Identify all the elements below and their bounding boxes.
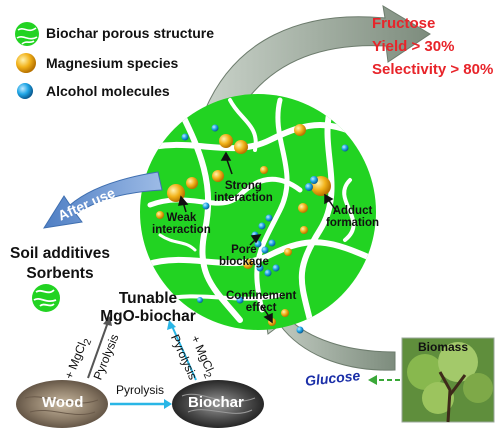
strong-line-1: Strong (224, 180, 262, 192)
after-use-arrow (42, 171, 163, 229)
weak-line-2: interaction (152, 224, 211, 236)
pore-blockage-label: Pore blockage (219, 244, 269, 268)
annotation-arrows (178, 151, 338, 324)
weak-interaction-label: Weak interaction (152, 212, 211, 236)
biochar-particle (140, 94, 376, 330)
mgcl2-arrow-biochar (167, 320, 197, 381)
product-fructose: Fructose (372, 15, 436, 32)
catalyst-label-line2: MgO-biochar (100, 308, 196, 325)
confinement-line-2: effect (245, 302, 277, 314)
legend-label-alcohol: Alcohol molecules (46, 83, 170, 99)
pore-line-2: blockage (219, 256, 269, 268)
biomass-image (401, 337, 495, 423)
use-sorbents: Sorbents (26, 265, 94, 282)
adduct-line-2: formation (326, 217, 380, 229)
biochar-icon (15, 22, 39, 46)
adduct-line-1: Adduct (332, 205, 373, 217)
weak-line-1: Weak (166, 212, 197, 224)
alcohol-sphere-icon (17, 83, 33, 99)
pore-line-1: Pore (231, 244, 257, 256)
legend-label-biochar: Biochar porous structure (46, 25, 215, 41)
selectivity-value: Selectivity > 80% (372, 61, 494, 78)
catalyst-label-line1: Tunable (118, 290, 178, 307)
biochar-small-icon (32, 284, 60, 312)
adduct-formation-label: Adduct formation (326, 205, 379, 229)
pyrolysis-arrow (110, 399, 172, 409)
biochar-label: Biochar (188, 394, 244, 411)
alcohol-molecules (181, 124, 349, 334)
magnesium-sphere-icon (16, 53, 36, 73)
wood-image (16, 380, 108, 428)
strong-line-2: interaction (214, 192, 273, 204)
strong-interaction-label: Strong interaction (214, 180, 273, 204)
pyrolysis-label: Pyrolysis (116, 383, 165, 397)
confinement-effect-label: Confinement effect (226, 290, 296, 314)
mgcl2-arrow-wood (87, 316, 112, 379)
reaction-arrow-top (204, 5, 431, 119)
wood-label: Wood (42, 394, 84, 411)
use-soil-additives: Soil additives (10, 245, 110, 262)
yield-value: Yield > 30% (372, 38, 455, 55)
biomass-label: Biomass (418, 340, 469, 354)
legend-label-magnesium: Magnesium species (46, 55, 179, 71)
confinement-line-1: Confinement (226, 290, 297, 302)
biomass-glucose-arrow (368, 375, 400, 385)
biochar-image (172, 380, 264, 428)
